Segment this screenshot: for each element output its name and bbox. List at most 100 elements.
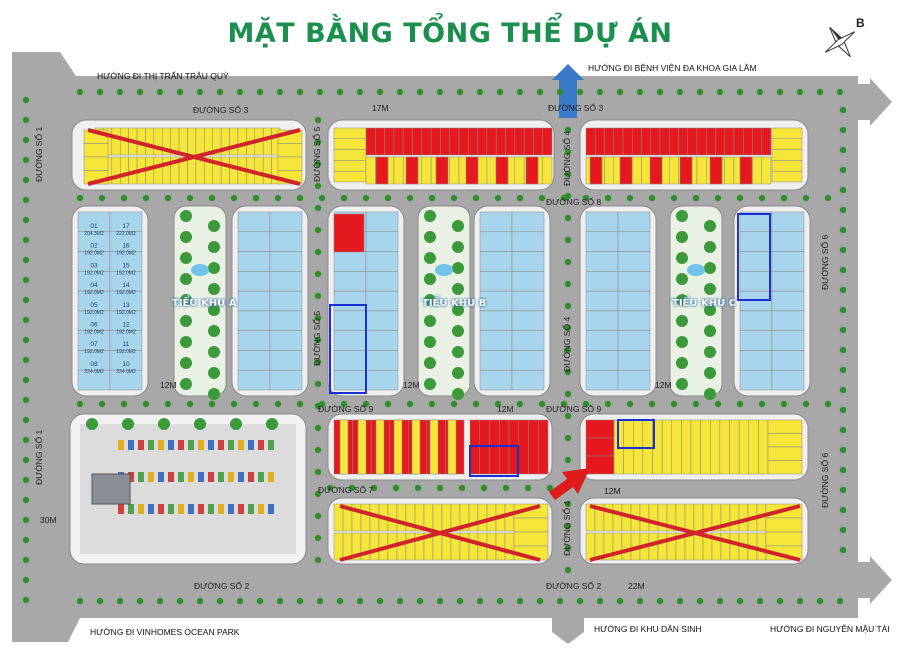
tree-dot (736, 597, 744, 605)
tree-dot (314, 336, 322, 344)
lot-yellow (187, 156, 197, 185)
lot-red (752, 127, 762, 156)
lot-number: 16 (122, 243, 130, 250)
park-tree (180, 231, 192, 243)
lot-yellow (187, 127, 197, 156)
lot-yellow (504, 532, 515, 561)
park-tree (704, 220, 716, 232)
tree-dot (839, 446, 847, 454)
tree-dot (340, 400, 348, 408)
tree-dot (316, 88, 324, 96)
tree-dot (296, 194, 304, 202)
lot-blue (585, 330, 619, 351)
lot-yellow (360, 503, 371, 532)
lot-red (709, 156, 723, 185)
tree-dot (22, 216, 30, 224)
tree-dot (22, 556, 30, 564)
lot-yellow (393, 419, 403, 475)
tree-dot (76, 194, 84, 202)
tree-dot (216, 88, 224, 96)
lot-blue (479, 211, 513, 233)
lot-blue (237, 369, 271, 391)
tree-dot (376, 88, 384, 96)
park-tree (424, 378, 436, 390)
lot-blue (365, 251, 399, 272)
lot-red (733, 127, 744, 156)
tree-dot (274, 400, 282, 408)
lot-blue (479, 350, 513, 371)
lot-area: 192.0M2 (116, 330, 136, 336)
tree-dot (564, 170, 572, 178)
lot-blue (237, 231, 271, 252)
tree-dot (564, 566, 572, 574)
highlight-outline (329, 304, 367, 394)
lot-blue (269, 211, 303, 233)
lot-red (649, 156, 663, 185)
lot-number: 11 (123, 341, 130, 348)
lot-yellow (357, 419, 367, 475)
tree-dot (156, 88, 164, 96)
parked-car (118, 440, 124, 450)
lot-red (542, 127, 553, 156)
tree-dot (656, 597, 664, 605)
lot-yellow (254, 156, 264, 185)
tree-dot (314, 116, 322, 124)
lot-yellow (339, 419, 349, 475)
arrow-red-pointer (549, 468, 590, 500)
tree-dot (516, 194, 524, 202)
tree-dot (836, 597, 844, 605)
lot-yellow (696, 156, 707, 185)
tree-dot (252, 400, 260, 408)
tree-dot (564, 456, 572, 464)
tree-dot (538, 194, 546, 202)
lot-red (650, 127, 661, 156)
tree-dot (456, 597, 464, 605)
park-pond (435, 264, 453, 276)
lot-number: 04 (90, 282, 98, 289)
park-tree (180, 210, 192, 222)
lot-red (585, 455, 615, 475)
parked-car (258, 472, 264, 482)
tree-dot (348, 484, 356, 492)
parked-car (238, 440, 244, 450)
tree-dot (314, 204, 322, 212)
lot-red (486, 127, 497, 156)
tree-dot (564, 324, 572, 332)
lot-yellow (365, 156, 376, 185)
park-tree (86, 418, 98, 430)
lot-yellow (277, 156, 303, 171)
tree-dot (564, 434, 572, 442)
lot-red (528, 419, 539, 475)
lot-yellow (612, 532, 623, 561)
tree-dot (456, 88, 464, 96)
parked-car (148, 472, 154, 482)
lot-red (538, 419, 549, 475)
tree-dot (436, 597, 444, 605)
lot-blue (771, 251, 805, 272)
tree-dot (22, 336, 30, 344)
tree-dot (476, 597, 484, 605)
parked-car (138, 440, 144, 450)
lot-blue (237, 211, 271, 233)
road-label-so5-top: ĐƯỜNG SỐ 5 (312, 126, 322, 182)
park-tree (208, 283, 220, 295)
lot-number: 17 (122, 223, 130, 230)
tree-dot (416, 597, 424, 605)
tree-dot (564, 148, 572, 156)
lot-yellow (752, 156, 762, 185)
tree-dot (22, 116, 30, 124)
parked-car (218, 504, 224, 514)
lot-yellow (513, 517, 549, 533)
lot-yellow (761, 156, 772, 185)
lot-yellow (145, 127, 155, 156)
lot-area: 192.0M2 (84, 251, 104, 257)
parked-car (208, 472, 214, 482)
tree-dot (839, 306, 847, 314)
tree-dot (596, 597, 604, 605)
lot-yellow (612, 503, 623, 532)
lot-yellow (486, 156, 497, 185)
lot-yellow (771, 127, 803, 140)
tree-dot (450, 194, 458, 202)
lot-red (449, 127, 460, 156)
tree-dot (780, 400, 788, 408)
